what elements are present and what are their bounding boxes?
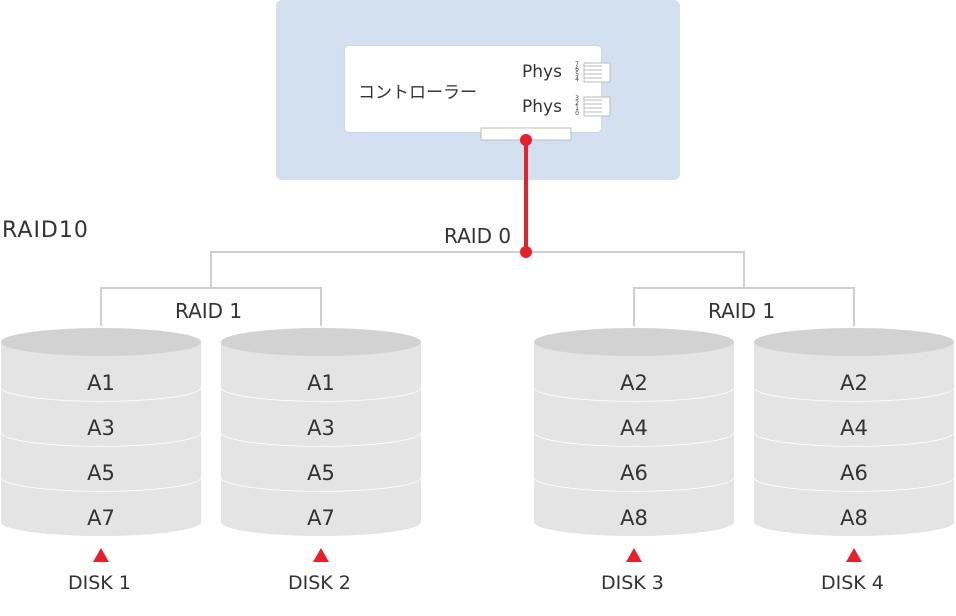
disk-platter: [534, 328, 734, 401]
diagram-title: RAID10: [2, 218, 89, 243]
controller-link-dot-top: [520, 134, 532, 146]
raid0-label: RAID 0: [444, 224, 512, 248]
disk2-block-3: A5: [307, 461, 335, 485]
disk3-block-1: A2: [620, 371, 648, 395]
disk-stack-3: [533, 328, 735, 536]
disk4-label: DISK 4: [821, 572, 884, 594]
disk1-block-2: A3: [87, 416, 115, 440]
disk4-block-4: A8: [840, 506, 868, 530]
controller-label: コントローラー: [358, 83, 477, 103]
disk3-label: DISK 3: [601, 572, 664, 594]
raid1-label-left: RAID 1: [175, 299, 243, 323]
disk-platter: [1, 328, 201, 401]
disk1-label: DISK 1: [68, 572, 131, 594]
disk-stack-2: [220, 328, 422, 536]
disk1-block-4: A7: [87, 506, 115, 530]
controller-link-dot-bottom: [520, 246, 532, 258]
disk1-block-3: A5: [87, 461, 115, 485]
disk-stack-1: [0, 328, 202, 536]
disk4-block-1: A2: [840, 371, 868, 395]
disk-platter: [221, 328, 421, 401]
disk1-block-1: A1: [87, 371, 115, 395]
disk2-label: DISK 2: [288, 572, 351, 594]
disk2-block-1: A1: [307, 371, 335, 395]
disk-pointer-4: [846, 548, 862, 562]
raid1-label-right: RAID 1: [708, 299, 776, 323]
disk-pointer-3: [626, 548, 642, 562]
disk2-block-2: A3: [307, 416, 335, 440]
port-label-2: Phys: [522, 97, 562, 117]
disk4-block-3: A6: [840, 461, 868, 485]
disk3-block-3: A6: [620, 461, 648, 485]
disk3-block-4: A8: [620, 506, 648, 530]
controller-card: [345, 46, 601, 132]
disk2-block-4: A7: [307, 506, 335, 530]
disk-pointer-2: [313, 548, 329, 562]
tree-lines: [100, 251, 855, 326]
disk4-block-2: A4: [840, 416, 868, 440]
disk-pointer-1: [93, 548, 109, 562]
port-connector-1: [583, 62, 611, 83]
port-label-1: Phys: [522, 62, 562, 82]
disk3-block-2: A4: [620, 416, 648, 440]
port-connector-2: [583, 96, 611, 117]
disk-platter: [754, 328, 954, 401]
disk-stack-4: [753, 328, 955, 536]
